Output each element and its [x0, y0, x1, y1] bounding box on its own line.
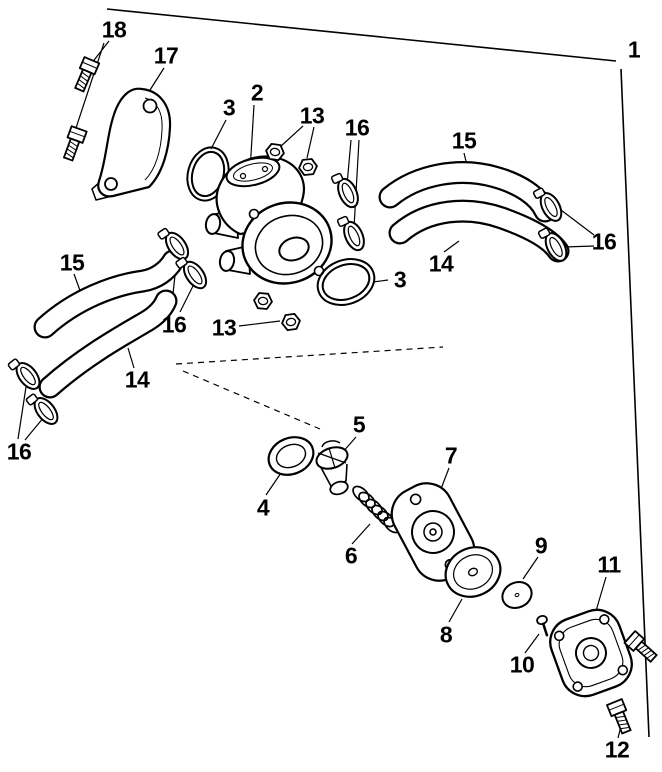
- bolt-icon: [71, 56, 101, 94]
- callout-16-bottom-left: 16: [6, 438, 32, 465]
- separation-dashed-line: [175, 346, 444, 430]
- disc-drawing: [501, 581, 533, 609]
- callout-16-top: 16: [344, 114, 370, 141]
- hose-lower-left-drawing: [38, 289, 178, 399]
- bolt-icon: [606, 698, 635, 736]
- callout-7: 7: [444, 442, 458, 469]
- bolt-icon: [59, 125, 88, 163]
- callout-11: 11: [597, 551, 621, 578]
- callout-5: 5: [352, 411, 366, 438]
- callout-18: 18: [101, 16, 127, 43]
- callout-16-left: 16: [161, 311, 187, 338]
- callout-2: 2: [250, 79, 264, 106]
- callout-6: 6: [344, 542, 358, 569]
- bracket-bolts: [59, 56, 101, 163]
- nut-icon: [280, 312, 302, 332]
- callout-1: 1: [627, 36, 641, 63]
- hose-upper-right-drawing: [378, 161, 557, 223]
- callout-10: 10: [509, 651, 535, 678]
- housing-drawing: [204, 155, 333, 285]
- seal-drawing: [267, 436, 315, 476]
- thermostat-drawing: [315, 440, 349, 496]
- callout-15-right: 15: [451, 127, 477, 154]
- hose-lower-right-drawing: [388, 199, 570, 263]
- callout-3-lower: 3: [393, 266, 407, 293]
- callout-3-upper: 3: [222, 94, 236, 121]
- callout-13-lower: 13: [211, 314, 237, 341]
- hose-upper-left-drawing: [33, 249, 185, 339]
- hose-clamp-icon: [336, 211, 369, 255]
- screw-drawing: [536, 614, 549, 637]
- callout-9: 9: [534, 532, 548, 559]
- callout-12: 12: [604, 736, 630, 763]
- nut-icon: [297, 157, 319, 177]
- callout-13-upper: 13: [299, 102, 325, 129]
- callout-15-left: 15: [59, 249, 85, 276]
- cover-drawing: [549, 608, 633, 698]
- o-ring-lower-drawing: [316, 258, 376, 306]
- leader-lines: [17, 40, 622, 739]
- mounting-bracket-drawing: [91, 87, 172, 201]
- assembly-border-line: [106, 8, 650, 738]
- nut-icon: [252, 291, 274, 311]
- callout-8: 8: [439, 621, 453, 648]
- callout-17: 17: [153, 42, 179, 69]
- callout-14-left: 14: [124, 366, 150, 393]
- callout-16-right: 16: [591, 228, 617, 255]
- callout-14-right: 14: [428, 250, 454, 277]
- diaphragm-drawing: [444, 546, 502, 598]
- callout-4: 4: [256, 494, 270, 521]
